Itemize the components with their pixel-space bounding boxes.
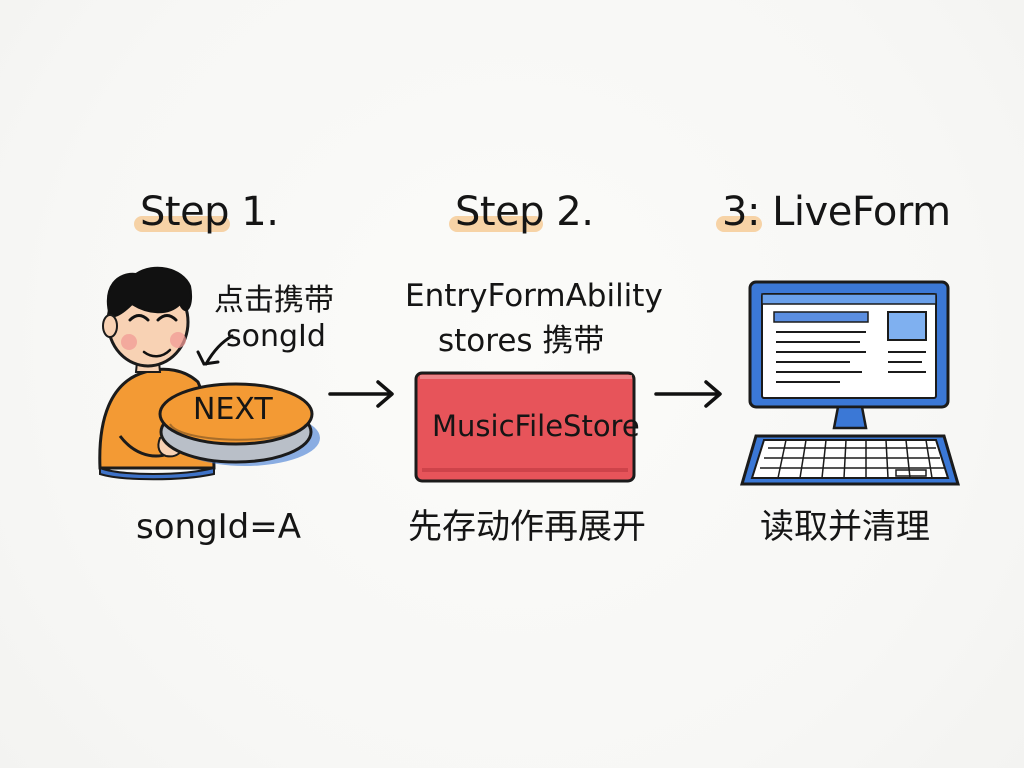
store-label: MusicFileStore [432, 409, 640, 443]
step-1-note-line-2: songId [226, 319, 326, 354]
step-1-note-line-1: 点击携带 [214, 283, 334, 318]
next-button-label: NEXT [193, 392, 273, 427]
title-highlight [134, 216, 230, 232]
step-1-title: Step 1. [134, 188, 279, 236]
step-2-note-line-1: EntryFormAbility [405, 278, 663, 314]
step-1-caption: songId=A [136, 507, 302, 547]
title-highlight [449, 216, 543, 232]
step-3-title: 3: LiveForm [716, 188, 951, 236]
computer-icon [740, 280, 960, 486]
pointer-arrow-icon [196, 334, 234, 366]
step-1-title-text: Step 1. [140, 189, 279, 235]
step-3-caption: 读取并清理 [760, 507, 930, 547]
arrow-icon [654, 380, 722, 408]
next-button-icon [158, 382, 320, 466]
store-box-icon [414, 371, 636, 483]
title-highlight [716, 216, 762, 232]
step-2-title-text: Step 2. [455, 189, 594, 235]
step-3-title-text: 3: LiveForm [722, 189, 951, 235]
step-2-title: Step 2. [449, 188, 594, 236]
step-2-caption: 先存动作再展开 [408, 507, 646, 547]
step-2-note-line-2: stores 携带 [438, 323, 605, 359]
arrow-icon [328, 380, 394, 408]
